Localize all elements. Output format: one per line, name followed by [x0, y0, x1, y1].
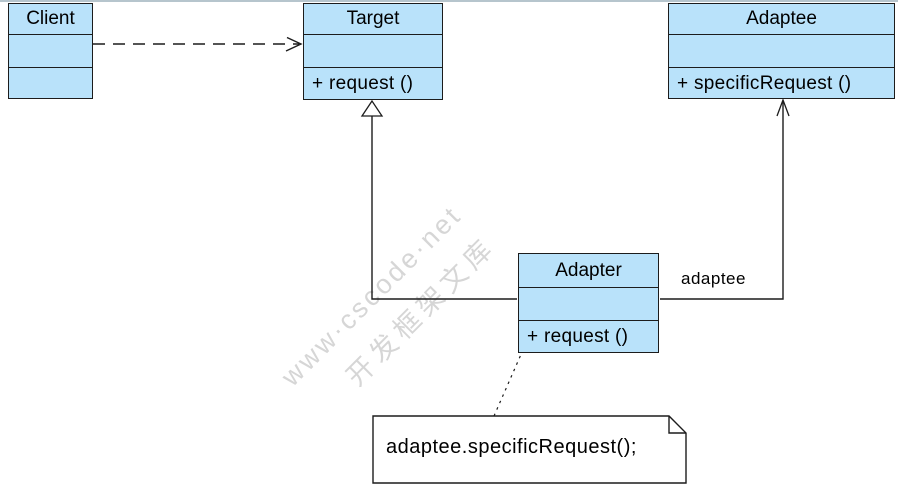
class-name-adapter: Adapter [555, 259, 622, 281]
class-box-target: Target + request () [303, 3, 443, 100]
note-anchor-dotted-line [493, 342, 527, 417]
adaptee-attributes-compartment [669, 34, 894, 67]
note-shape [372, 415, 687, 484]
adapter-method-request: + request () [519, 320, 658, 353]
adapter-attributes-compartment [519, 287, 658, 320]
target-method-request: + request () [304, 67, 442, 100]
note-text: adaptee.specificRequest(); [386, 435, 637, 458]
class-name-client: Client [26, 8, 75, 29]
class-box-adaptee: Adaptee + specificRequest () [668, 3, 895, 99]
generalization-line-adapter-target [371, 116, 517, 300]
client-methods-compartment [9, 67, 92, 98]
generalization-triangle-icon [360, 99, 384, 117]
association-role-label: adaptee [681, 269, 746, 288]
dependency-arrowhead-icon [285, 36, 303, 52]
class-name-adaptee: Adaptee [746, 8, 817, 29]
target-attributes-compartment [304, 34, 442, 67]
class-box-client: Client [8, 3, 93, 99]
class-box-adapter: Adapter + request () [518, 253, 659, 353]
client-attributes-compartment [9, 34, 92, 67]
association-line-adapter-adaptee [660, 101, 784, 300]
association-arrowhead-icon [776, 98, 790, 117]
class-name-target: Target [346, 8, 400, 29]
note-fold-corner-icon [668, 416, 686, 434]
adaptee-method-specificrequest: + specificRequest () [669, 67, 894, 99]
top-rule-divider [0, 0, 898, 2]
